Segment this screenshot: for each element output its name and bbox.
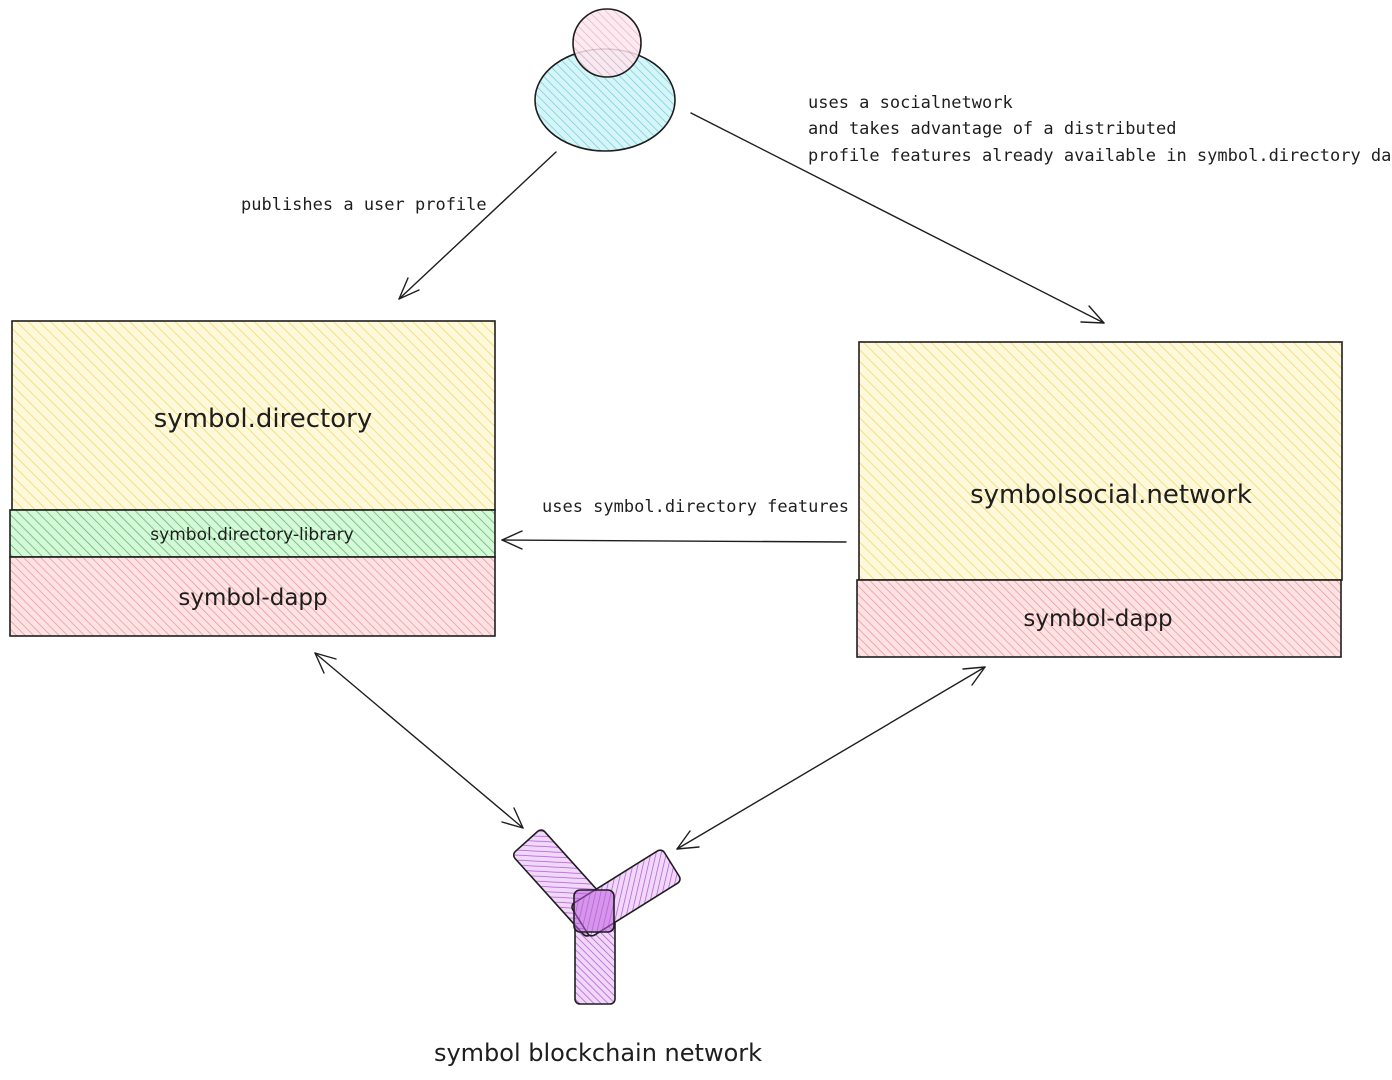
user-icon	[534, 8, 676, 152]
edge-label-uses-features: uses symbol.directory features	[542, 497, 849, 517]
edge-label-publishes: publishes a user profile	[241, 195, 487, 215]
edge-label-uses-social-line-1: uses a socialnetwork	[808, 93, 1013, 113]
social-app-box: symbolsocial.network	[858, 341, 1343, 581]
directory-app-box: symbol.directory	[11, 320, 496, 511]
edge-uses-social-network	[690, 112, 1105, 324]
directory-library-label: symbol.directory-library	[150, 525, 353, 545]
symbol-logo-icon	[512, 829, 681, 1005]
directory-dapp-label: symbol-dapp	[178, 585, 327, 611]
edge-social-blockchain	[676, 666, 986, 850]
edge-uses-directory-features	[501, 530, 847, 550]
directory-title: symbol.directory	[154, 404, 372, 434]
social-dapp-label: symbol-dapp	[1023, 606, 1172, 632]
directory-dapp-layer: symbol-dapp	[9, 556, 496, 637]
social-dapp-layer: symbol-dapp	[856, 579, 1342, 658]
edge-publishes-profile	[398, 151, 557, 300]
directory-library-layer: symbol.directory-library	[9, 509, 496, 558]
edge-label-uses-social-line-2: and takes advantage of a distributed	[808, 119, 1176, 139]
edge-directory-blockchain	[314, 652, 524, 829]
blockchain-label: symbol blockchain network	[434, 1039, 762, 1067]
social-title: symbolsocial.network	[970, 480, 1252, 510]
edge-label-uses-social-line-3: profile features already available in sy…	[808, 146, 1392, 166]
